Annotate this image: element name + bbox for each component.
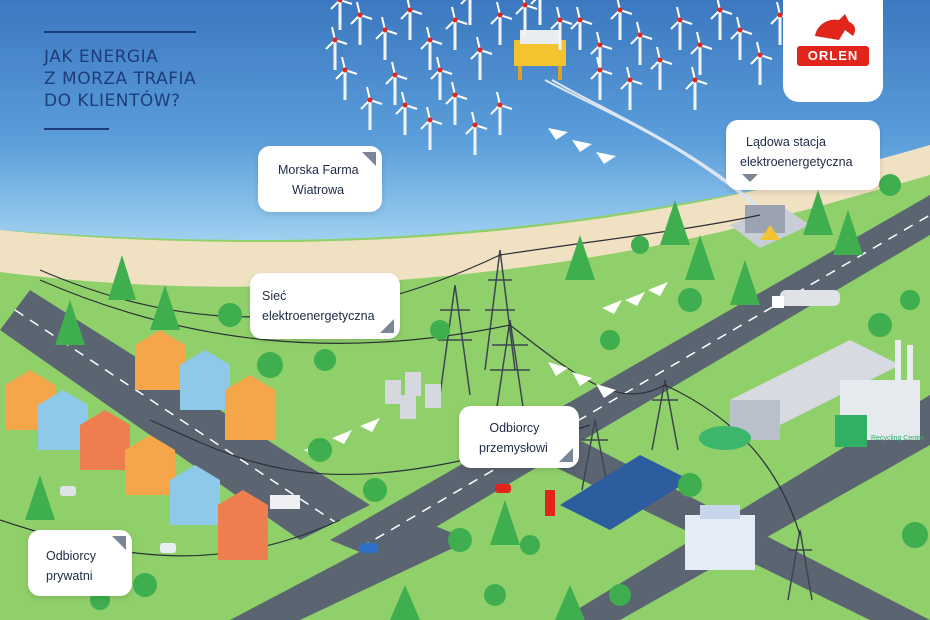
vehicles bbox=[60, 290, 840, 553]
recycling-sign: Recycling Centre bbox=[871, 435, 924, 442]
turbine bbox=[420, 106, 443, 150]
turbine bbox=[550, 6, 573, 50]
logo-wordmark: ORLEN bbox=[797, 46, 869, 66]
turbine bbox=[445, 6, 468, 50]
turbine bbox=[325, 26, 348, 70]
onshore-station bbox=[730, 205, 810, 248]
eagle-icon bbox=[815, 14, 856, 40]
corner-arrow-icon bbox=[362, 152, 376, 166]
turbine bbox=[470, 36, 493, 80]
turbine bbox=[690, 31, 713, 75]
title-line: Z MORZA TRAFIA bbox=[44, 69, 197, 89]
label-line: Odbiorcy bbox=[46, 549, 97, 563]
label-grid: Sieć elektroenergetyczna bbox=[250, 273, 400, 339]
turbine bbox=[530, 0, 542, 25]
label-offshore-farm: Morska Farma Wiatrowa bbox=[258, 146, 382, 212]
road-left bbox=[0, 290, 370, 540]
road-diagonal bbox=[560, 395, 930, 620]
turbine bbox=[460, 0, 472, 25]
label-line: elektroenergetyczna bbox=[262, 309, 375, 323]
label-line: Sieć bbox=[262, 289, 287, 303]
page-title: JAK ENERGIA Z MORZA TRAFIA DO KLIENTÓW? bbox=[44, 46, 196, 112]
turbine bbox=[620, 66, 643, 110]
road-lane bbox=[359, 214, 930, 549]
turbine bbox=[375, 16, 398, 60]
turbine bbox=[590, 31, 613, 75]
turbine bbox=[630, 21, 653, 65]
turbine bbox=[360, 86, 383, 130]
title-rule-top bbox=[44, 31, 196, 33]
title-line: DO KLIENTÓW? bbox=[44, 91, 181, 111]
turbine bbox=[590, 56, 613, 100]
turbine bbox=[490, 91, 513, 135]
turbine bbox=[385, 61, 408, 105]
label-line: Wiatrowa bbox=[292, 183, 345, 197]
down-arrow-icon bbox=[742, 174, 758, 182]
pylon-group bbox=[438, 249, 813, 601]
label-line: Morska Farma bbox=[278, 163, 359, 177]
sea bbox=[0, 0, 930, 240]
turbine bbox=[610, 0, 633, 40]
label-private: Odbiorcy prywatni bbox=[28, 530, 132, 596]
turbine bbox=[350, 1, 373, 45]
label-line: elektroenergetyczna bbox=[740, 155, 853, 169]
beach bbox=[0, 145, 930, 287]
offshore-substation bbox=[514, 30, 566, 80]
turbine bbox=[670, 6, 693, 50]
label-line: prywatni bbox=[46, 569, 93, 583]
corner-arrow-icon bbox=[112, 536, 126, 550]
turbine bbox=[750, 41, 773, 85]
turbine bbox=[685, 66, 708, 110]
turbine bbox=[570, 6, 593, 50]
solar-canopy bbox=[545, 455, 690, 530]
label-industrial: Odbiorcy przemysłowi bbox=[459, 406, 579, 468]
turbine bbox=[710, 0, 733, 40]
turbine bbox=[395, 91, 418, 135]
turbine bbox=[430, 56, 453, 100]
turbine bbox=[650, 46, 673, 90]
turbine bbox=[400, 0, 423, 40]
turbine bbox=[770, 1, 793, 45]
road-main bbox=[330, 195, 930, 560]
turbine bbox=[420, 26, 443, 70]
label-line: Odbiorcy bbox=[489, 421, 540, 435]
energy-flow-arrows bbox=[304, 128, 668, 456]
transformers bbox=[385, 372, 441, 419]
title-rule-bottom bbox=[44, 128, 109, 130]
label-onshore-station: Lądowa stacja elektroenergetyczna bbox=[726, 120, 880, 190]
trees bbox=[25, 174, 928, 620]
label-line: przemysłowi bbox=[479, 441, 548, 455]
turbine bbox=[730, 16, 753, 60]
turbine bbox=[445, 81, 468, 125]
turbine bbox=[515, 0, 538, 35]
label-line: Lądowa stacja bbox=[746, 135, 826, 149]
turbine bbox=[330, 0, 353, 30]
turbine bbox=[465, 111, 488, 155]
corner-arrow-icon bbox=[559, 448, 573, 462]
turbine bbox=[335, 56, 358, 100]
title-line: JAK ENERGIA bbox=[44, 47, 159, 67]
road-lane-left bbox=[14, 309, 336, 523]
orlen-logo: ORLEN bbox=[783, 0, 883, 102]
turbine bbox=[490, 1, 513, 45]
road-bottom bbox=[230, 520, 470, 620]
industrial-plant bbox=[699, 340, 920, 450]
houses bbox=[5, 330, 275, 560]
hospital bbox=[685, 505, 755, 570]
corner-arrow-icon bbox=[380, 319, 394, 333]
